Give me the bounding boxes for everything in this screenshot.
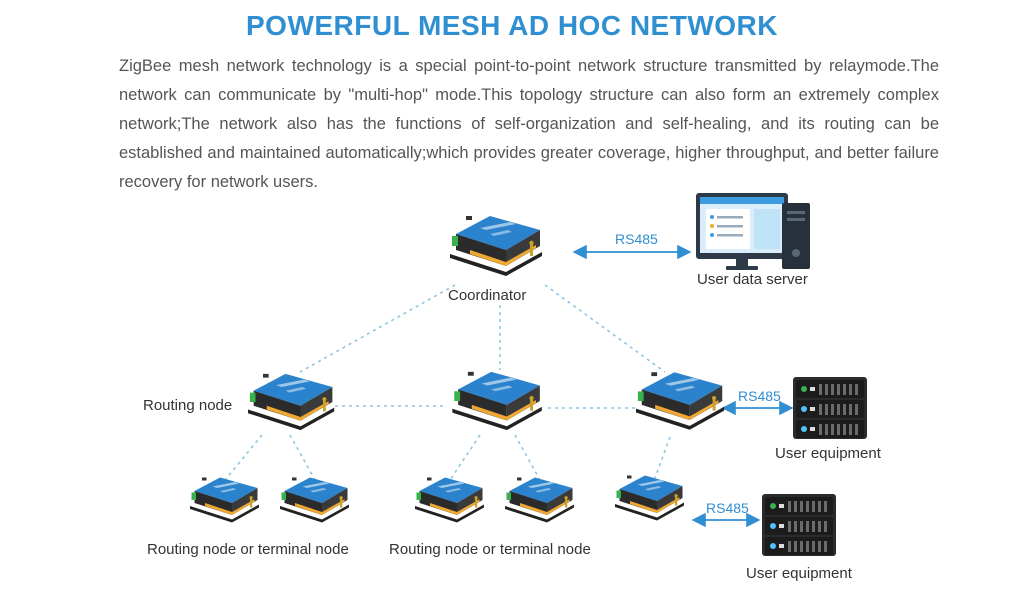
link-right-leaf [654,436,671,479]
routing-device-center [452,371,542,431]
rs485-label-top: RS485 [615,231,658,247]
leaf-label-left: Routing node or terminal node [147,541,349,558]
routing-node-label: Routing node [143,397,233,414]
link-left-leaf1 [224,434,263,481]
leaf-device-4 [505,477,574,523]
routing-device-left [248,373,335,431]
rs485-label-bottom: RS485 [706,500,749,516]
page-title: POWERFUL MESH AD HOC NETWORK [246,10,778,41]
leaf-device-2 [280,477,349,523]
link-left-leaf2 [289,434,316,481]
server-rack-icon [793,377,867,439]
link-center-leaf1 [449,434,481,481]
link-coord-left [299,284,456,373]
coordinator-label: Coordinator [448,287,527,304]
rs485-label-mid: RS485 [738,388,781,404]
leaf-label-center: Routing node or terminal node [389,541,591,558]
leaf-device-3 [415,477,484,523]
description-text: ZigBee mesh network technology is a spec… [119,57,939,191]
routing-device-right [636,372,725,430]
link-center-leaf2 [514,434,541,481]
coordinator-device [450,216,542,276]
server-rack-icon [762,494,836,556]
desktop-computer-icon [696,193,810,270]
leaf-device-5 [615,475,684,521]
equipment-label-2: User equipment [746,565,852,582]
leaf-device-1 [190,477,259,523]
equipment-label-1: User equipment [775,445,881,462]
server-label: User data server [697,271,808,288]
link-coord-right [544,284,666,373]
